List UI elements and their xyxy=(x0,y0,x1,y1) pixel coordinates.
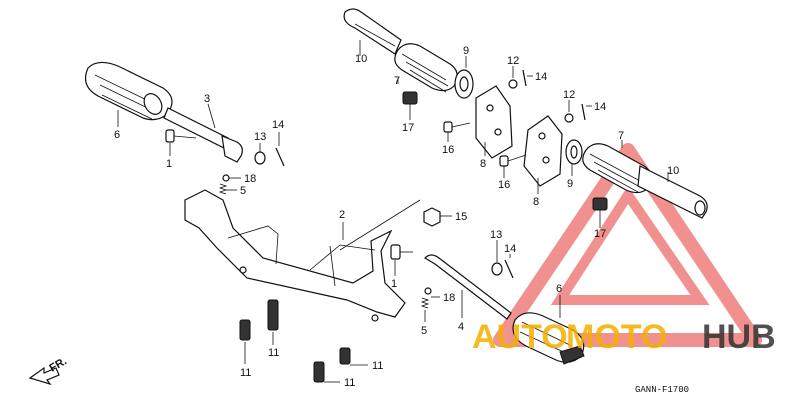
callout-13-left: 13 xyxy=(254,131,266,143)
callout-2: 2 xyxy=(339,209,345,221)
spring-5-middle xyxy=(420,297,430,309)
callout-18-left: 18 xyxy=(244,173,256,185)
ball-18-middle xyxy=(424,287,432,295)
rubber-grip-right xyxy=(512,312,585,365)
callout-8-top: 8 xyxy=(480,158,486,170)
diagram-code: GANN-F1700 xyxy=(635,385,689,395)
bracket-8-top xyxy=(475,85,513,159)
washer-13-left xyxy=(254,151,266,165)
cotter-pin-14-left xyxy=(275,147,285,167)
front-direction-arrow-icon xyxy=(28,366,60,386)
watermark-triangle-icon xyxy=(493,143,762,347)
bracket-8-right xyxy=(523,115,563,187)
cotter-pin-14-lower xyxy=(581,103,586,121)
nut-15 xyxy=(423,207,441,227)
callout-14-left: 14 xyxy=(272,119,284,131)
callout-13-middle: 13 xyxy=(490,229,502,241)
washer-12-top xyxy=(508,79,518,89)
callout-3: 3 xyxy=(204,93,210,105)
callout-11-a: 11 xyxy=(240,367,251,379)
bolt-16-top xyxy=(443,121,471,133)
bolt-1-middle xyxy=(390,244,413,260)
bolt-11-a xyxy=(239,319,251,341)
callout-4: 4 xyxy=(458,321,464,333)
cotter-pin-14-middle xyxy=(504,259,514,279)
watermark-auto: AUTO xyxy=(472,318,568,356)
callout-5-left: 5 xyxy=(240,185,246,197)
bolt-17-right xyxy=(592,197,608,228)
bolt-17-top xyxy=(402,91,418,120)
callout-7-top: 7 xyxy=(394,75,400,87)
callout-7-right: 7 xyxy=(618,130,624,142)
callout-9-top: 9 xyxy=(463,45,469,57)
callout-16-right: 16 xyxy=(498,179,510,191)
pivot-pin-3 xyxy=(163,107,243,163)
bolt-1-left xyxy=(165,129,197,143)
callout-12-lower: 12 xyxy=(563,89,575,101)
callout-1-left: 1 xyxy=(166,158,172,170)
callout-11-c: 11 xyxy=(372,360,383,372)
rubber-7-top xyxy=(394,43,458,93)
callout-18-middle: 18 xyxy=(443,292,455,304)
washer-13-middle xyxy=(491,262,503,276)
callout-11-d: 11 xyxy=(344,377,355,389)
footpeg-bar-10-top xyxy=(343,8,402,55)
callout-10-top: 10 xyxy=(355,53,367,65)
washer-12-lower xyxy=(564,113,574,123)
bolt-11-c xyxy=(339,347,351,365)
callout-10-right: 10 xyxy=(667,165,679,177)
callout-17-right: 17 xyxy=(594,228,606,240)
bolt-11-b xyxy=(267,299,279,331)
callout-14-lower: 14 xyxy=(594,101,606,113)
callout-14-middle: 14 xyxy=(504,243,516,255)
bolt-16-right xyxy=(499,154,527,167)
callout-15: 15 xyxy=(455,211,467,223)
callout-5-middle: 5 xyxy=(421,325,427,337)
callout-11-b: 11 xyxy=(268,347,279,359)
spring-5-left xyxy=(218,183,228,195)
callout-9-right: 9 xyxy=(567,178,573,190)
ball-18-left xyxy=(222,174,230,182)
callout-1-middle: 1 xyxy=(391,278,397,290)
rubber-grip-left xyxy=(85,61,173,121)
pivot-pin-4 xyxy=(424,254,512,320)
callout-16-top: 16 xyxy=(442,144,454,156)
callout-labels: 6 3 1 13 14 18 5 2 15 1 4 18 5 13 14 6 1… xyxy=(114,45,679,389)
callout-12-top: 12 xyxy=(507,55,519,67)
callout-6-left: 6 xyxy=(114,129,120,141)
callout-14-top: 14 xyxy=(535,71,547,83)
footpeg-bar-10-right xyxy=(637,165,708,219)
cotter-pin-14-top xyxy=(522,69,527,87)
callout-6-right: 6 xyxy=(556,283,562,295)
watermark-moto: MOTO xyxy=(566,318,667,356)
callout-8-right: 8 xyxy=(533,196,539,208)
watermark-hub: HUB xyxy=(702,318,776,356)
watermark-text: AUTO MOTO HUB xyxy=(472,318,776,356)
bolt-11-d xyxy=(313,361,325,383)
step-bracket-2 xyxy=(184,189,406,322)
callout-17-top: 17 xyxy=(402,122,414,134)
direction-label: FR. xyxy=(48,355,69,374)
